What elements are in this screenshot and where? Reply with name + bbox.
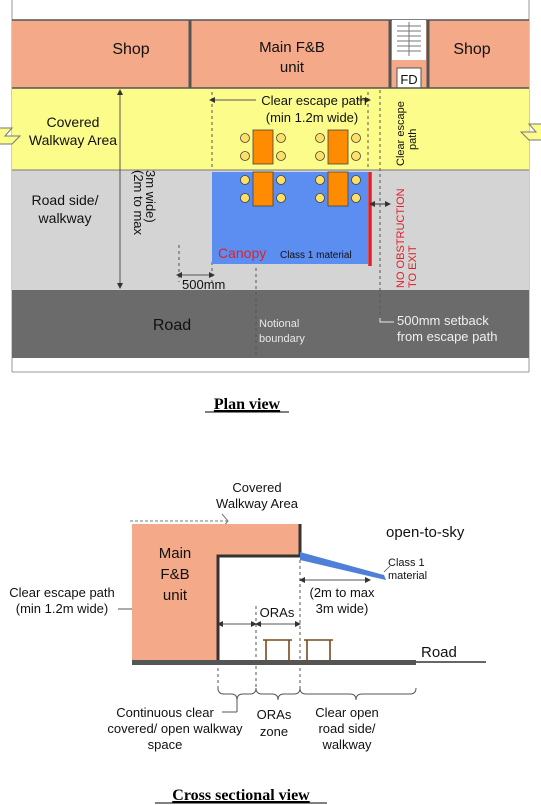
oras-zone-label-1: ORAs [257,707,292,722]
section-covered-label-2: Walkway Area [216,496,299,511]
section-ground [132,660,416,665]
oras-zone-label-2: zone [260,724,288,739]
section-covered-label-1: Covered [232,480,281,495]
escape-vertical-label-1: Clear escape [395,101,407,166]
width-label-2: 3m wide) [143,170,158,223]
class1-label-2: material [388,570,427,582]
awning [300,552,386,580]
canopy-material-label: Class 1 material [280,250,352,261]
oras-label: ORAs [260,605,295,620]
fd-label: FD [400,72,417,87]
cross-section-view: Covered Walkway Area open-to-sky Main F&… [9,480,486,804]
table-set-4 [315,171,361,207]
table-set-3 [240,171,286,207]
clear-open-label-3: walkway [321,737,372,752]
escape-label-2: (min 1.2m wide) [266,110,358,125]
roadside-label-2: walkway [38,210,92,226]
main-unit-label-2: unit [280,59,305,76]
section-unit-label-1: Main [159,545,192,562]
table-set-1 [240,129,286,165]
open-sky-label: open-to-sky [386,524,465,541]
plan-caption: Plan view [214,396,281,413]
roadside-label-1: Road side/ [32,192,99,208]
break-mark-right [519,123,541,141]
continuous-label-1: Continuous clear [116,705,214,720]
section-road-label: Road [421,644,457,661]
notional-label-1: Notional [259,318,299,330]
shops-band [12,20,529,88]
offset-label: 500mm [182,277,225,292]
section-unit-label-2: F&B [160,566,189,583]
section-escape-label-2: (min 1.2m wide) [16,601,108,616]
clear-open-label-2: road side/ [318,721,375,736]
section-unit-label-3: unit [163,587,188,604]
road-band [12,290,529,358]
section-width-label-1: (2m to max [309,585,375,600]
shop-right-label: Shop [453,41,490,58]
escape-vertical-label-2: path [407,129,419,150]
section-building [132,524,300,660]
section-escape-label-1: Clear escape path [9,585,115,600]
plan-view: FD Shop Main F&B unit Shop Covered Walkw… [0,0,541,413]
no-obstruction-label-1: NO OBSTRUCTION [395,188,407,288]
setback-label-2: from escape path [397,329,497,344]
class1-label-1: Class 1 [388,557,425,569]
table-set-2 [315,129,361,165]
section-caption: Cross sectional view [172,787,310,804]
escape-label-1: Clear escape path [261,93,367,108]
main-unit-label-1: Main F&B [259,39,325,56]
clear-open-label-1: Clear open [315,705,379,720]
section-width-label-2: 3m wide) [316,601,369,616]
notional-label-2: boundary [259,333,305,345]
section-tables [263,639,333,660]
break-mark-left [0,127,22,145]
covered-label-1: Covered [47,114,100,130]
no-obstruction-label-2: TO EXIT [407,245,419,288]
road-label: Road [153,317,191,334]
continuous-label-2: covered/ open walkway [107,721,243,736]
continuous-label-3: space [148,737,183,752]
shop-left-label: Shop [112,41,149,58]
setback-label-1: 500mm setback [397,313,489,328]
covered-label-2: Walkway Area [29,132,117,148]
canopy-label: Canopy [218,245,266,261]
width-label-1: (2m to max [131,170,146,236]
